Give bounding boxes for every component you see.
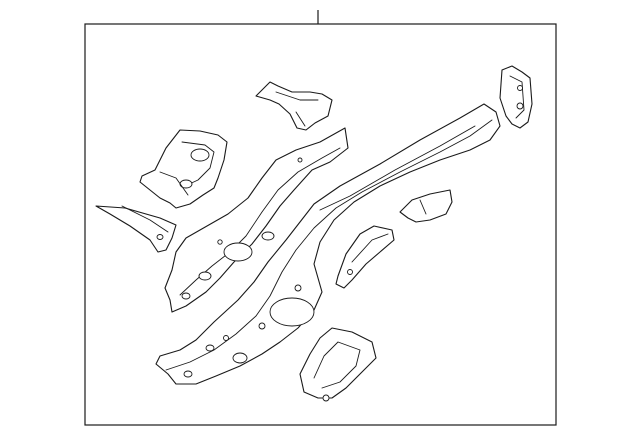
bracket-top [255, 81, 333, 131]
mount-bracket-right [499, 65, 533, 129]
small-bracket-left [95, 205, 177, 253]
gusset-medium [335, 225, 395, 289]
apron-reinforcement [139, 129, 228, 209]
front-rail-assembly [155, 103, 501, 385]
gusset-small [399, 189, 453, 223]
support-bracket-lower [299, 327, 377, 402]
inner-rail [164, 127, 349, 313]
diagram-frame [84, 23, 557, 426]
